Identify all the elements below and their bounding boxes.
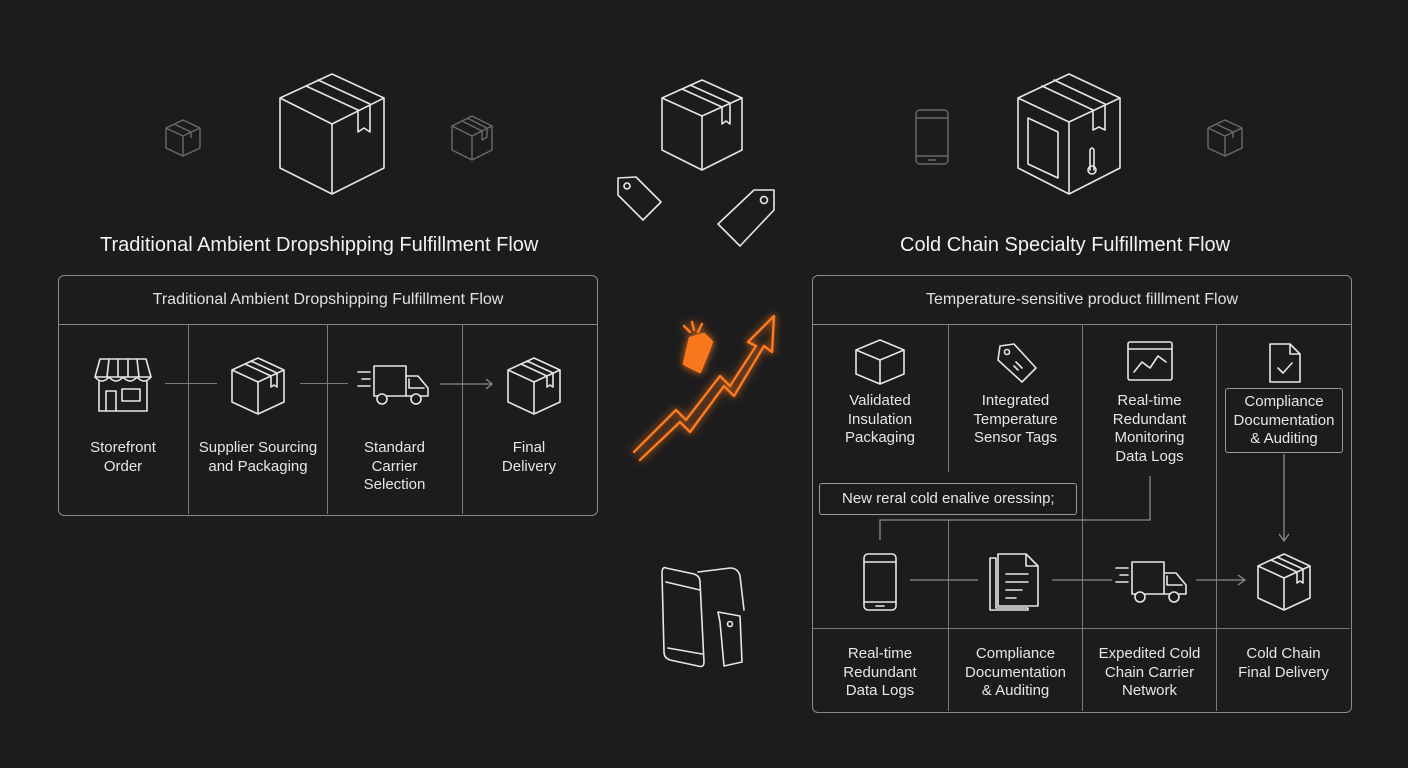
divider	[1216, 324, 1218, 711]
divider	[948, 520, 950, 711]
step-label-final-delivery: Cold Chain Final Delivery	[1238, 645, 1329, 681]
mobile-device-icon	[863, 553, 897, 611]
price-tag-icon	[717, 189, 775, 247]
step-label-expedited-carrier: Expedited Cold Chain Carrier Network	[1098, 645, 1201, 699]
step-label-storefront: Storefront Order	[90, 439, 156, 475]
document-check-icon	[1269, 343, 1301, 383]
small-package-icon	[1207, 119, 1243, 157]
step-label-delivery: Final Delivery	[501, 439, 557, 475]
step-label-insulation: Validated Insulation Packaging	[844, 392, 916, 446]
connector	[165, 383, 217, 385]
package-icon	[231, 357, 285, 415]
divider	[948, 324, 950, 472]
step-label-monitoring: Real-time Redundant Monitoring Data Logs	[1112, 392, 1187, 465]
documents-icon	[989, 553, 1039, 611]
step-label-compliance: Compliance Documentation & Auditing	[965, 645, 1066, 699]
step-label-supplier: Supplier Sourcing and Packaging	[198, 439, 318, 475]
large-package-icon	[279, 73, 385, 195]
mobile-device-icon	[661, 566, 745, 668]
arrow-right-icon	[440, 378, 494, 390]
package-icon	[1257, 553, 1311, 611]
insulated-package-icon	[1017, 73, 1121, 195]
small-package-icon	[451, 115, 493, 161]
package-icon	[507, 357, 561, 415]
step-label-sensor-tags: Integrated Temperature Sensor Tags	[973, 392, 1058, 446]
cold-chain-note: New reral cold enalive oressinp;	[819, 483, 1077, 515]
divider	[327, 324, 329, 514]
box-icon	[855, 339, 905, 385]
step-label-carrier: Standard Carrier Selection	[363, 439, 426, 493]
sensor-tag-icon	[997, 343, 1037, 383]
growth-arrow-icon	[632, 314, 776, 462]
mobile-device-icon	[915, 109, 949, 165]
right-heading: Cold Chain Specialty Fulfillment Flow	[900, 234, 1231, 256]
package-icon	[661, 79, 743, 171]
price-tag-icon	[617, 176, 662, 221]
divider	[188, 324, 190, 514]
compliance-box: Compliance Documentation & Auditing	[1225, 388, 1343, 453]
divider	[462, 324, 464, 514]
storefront-icon	[94, 358, 152, 412]
step-label-data-logs: Real-time Redundant Data Logs	[843, 645, 917, 699]
monitoring-chart-icon	[1127, 341, 1173, 381]
divider	[812, 628, 1350, 630]
divider	[1082, 324, 1084, 711]
connector	[300, 383, 348, 385]
delivery-truck-icon	[1115, 561, 1187, 603]
small-package-icon	[165, 119, 201, 157]
delivery-truck-icon	[357, 365, 429, 405]
left-heading: Traditional Ambient Dropshipping Fulfill…	[100, 234, 539, 256]
